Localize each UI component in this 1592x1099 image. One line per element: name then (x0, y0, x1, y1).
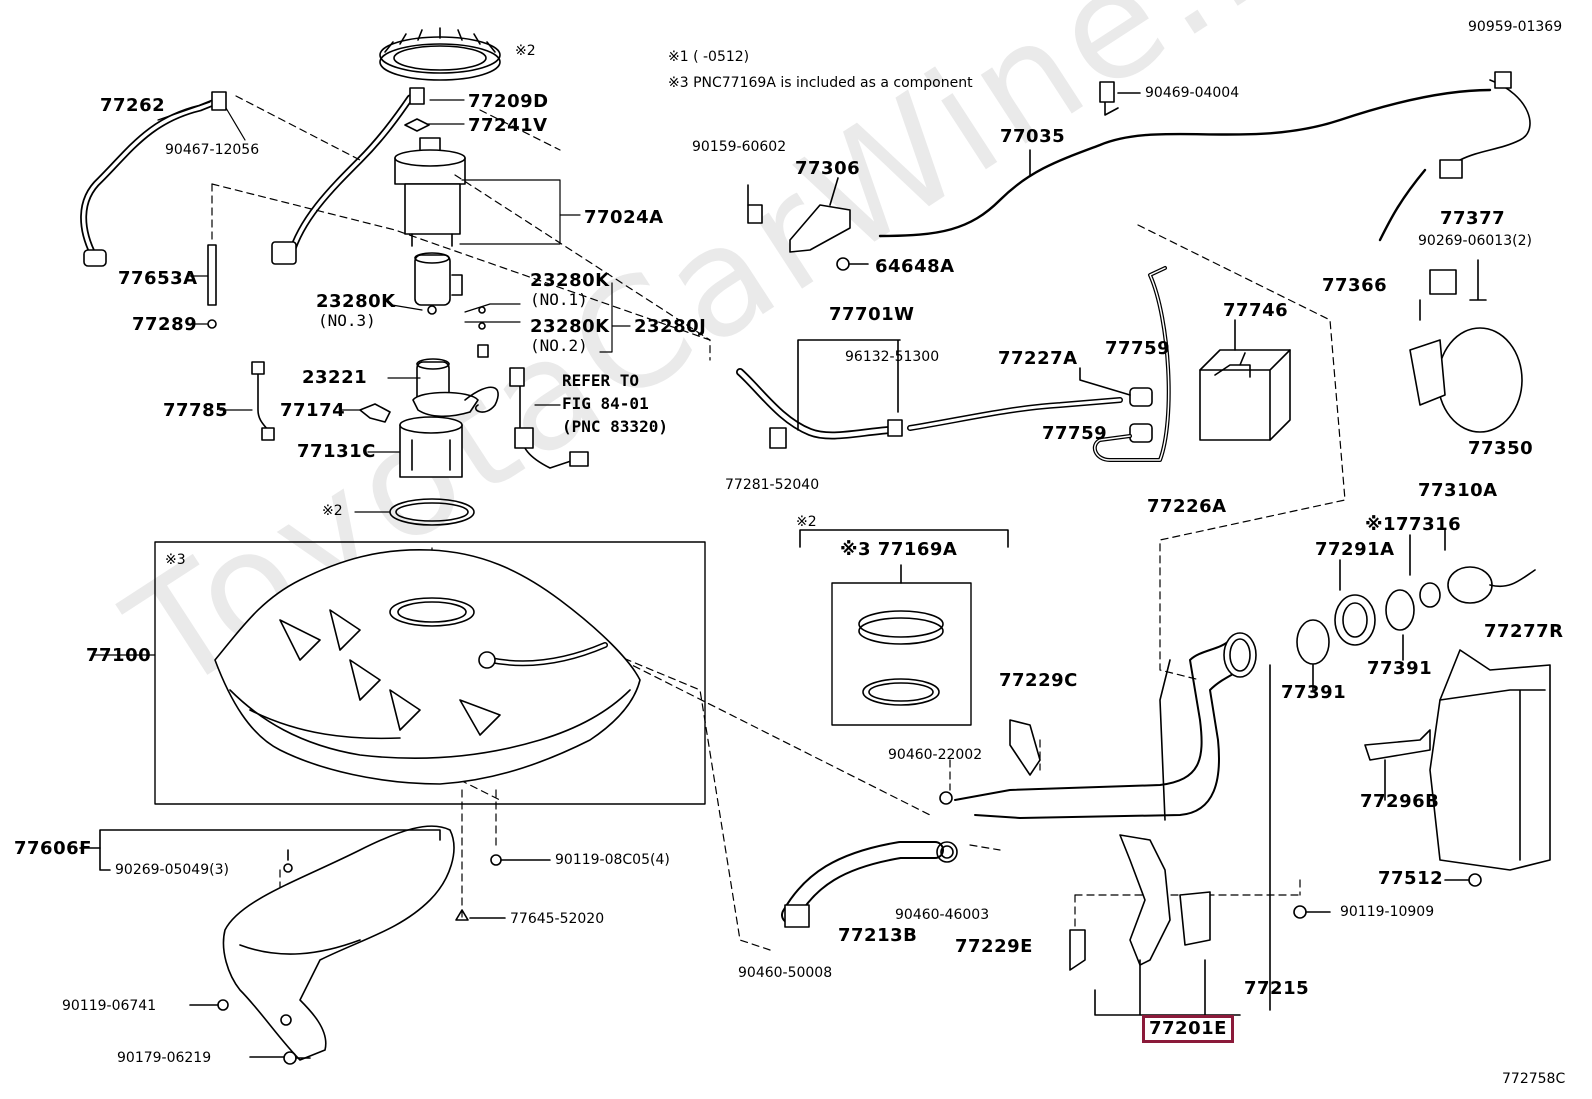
mark-2-kit: ※2 (796, 514, 817, 530)
part-label-77174[interactable]: 77174 (280, 400, 346, 421)
kit-retainer-ring (858, 610, 944, 706)
part-label-77262[interactable]: 77262 (100, 95, 166, 116)
mark-2-mid: ※2 (322, 503, 343, 519)
part-label-90460-46003[interactable]: 90460-46003 (895, 907, 990, 923)
part-label-77227a[interactable]: 77227A (998, 348, 1078, 369)
fuel-tank (214, 548, 641, 785)
part-label-77100[interactable]: 77100 (86, 645, 152, 666)
part-label-77350[interactable]: 77350 (1468, 438, 1534, 459)
part-label-77131c[interactable]: 77131C (297, 441, 376, 462)
pump-retainer-ring-top (379, 27, 501, 81)
filler-neck-pipe (954, 632, 1257, 821)
part-label-23280j[interactable]: 23280J (634, 316, 707, 337)
part-label-77277r[interactable]: 77277R (1484, 621, 1564, 642)
part-label-77213b[interactable]: 77213B (838, 925, 918, 946)
label-no2: (NO.2) (530, 336, 588, 355)
part-label-77701w[interactable]: 77701W (829, 304, 915, 325)
part-label-90119-08c05[interactable]: 90119-08C05(4) (555, 852, 670, 868)
part-label-77316[interactable]: ※177316 (1365, 514, 1462, 535)
part-label-77310a[interactable]: 77310A (1418, 480, 1498, 501)
part-label-77291a[interactable]: 77291A (1315, 539, 1395, 560)
label-no1: (NO.1) (530, 290, 588, 309)
part-label-77229e[interactable]: 77229E (955, 936, 1033, 957)
mark-3-box: ※3 (165, 552, 186, 568)
part-label-77296b[interactable]: 77296B (1360, 791, 1440, 812)
part-label-77606f[interactable]: 77606F (14, 838, 92, 859)
part-label-23280k-no3[interactable]: 23280K (316, 291, 396, 312)
part-label-77169a[interactable]: ※3 77169A (840, 539, 958, 560)
hose-77262 (80, 98, 219, 262)
part-label-64648a[interactable]: 64648A (875, 256, 955, 277)
part-label-90959-01369[interactable]: 90959-01369 (1468, 19, 1563, 35)
part-label-77289[interactable]: 77289 (132, 314, 198, 335)
part-label-77035[interactable]: 77035 (1000, 126, 1066, 147)
part-label-77226a[interactable]: 77226A (1147, 496, 1227, 517)
part-label-77209d[interactable]: 77209D (468, 91, 549, 112)
part-label-77759-b[interactable]: 77759 (1042, 423, 1108, 444)
part-label-77024a[interactable]: 77024A (584, 207, 664, 228)
part-label-77512[interactable]: 77512 (1378, 868, 1444, 889)
refer-line-3: (PNC 83320) (562, 417, 668, 436)
part-label-77759-a[interactable]: 77759 (1105, 338, 1171, 359)
part-label-90460-22002[interactable]: 90460-22002 (888, 747, 983, 763)
part-label-77377[interactable]: 77377 (1440, 208, 1506, 229)
refer-line-2: FIG 84-01 (562, 394, 649, 413)
part-label-77229c[interactable]: 77229C (999, 670, 1078, 691)
part-label-23280k-no1[interactable]: 23280K (530, 270, 610, 291)
part-label-23280k-no2[interactable]: 23280K (530, 316, 610, 337)
part-label-77785[interactable]: 77785 (163, 400, 229, 421)
part-label-96132-51300[interactable]: 96132-51300 (845, 349, 940, 365)
charcoal-canister (1199, 349, 1291, 441)
diagram-code: 772758C (1502, 1071, 1566, 1087)
part-label-77201e-highlighted[interactable]: 77201E (1142, 1015, 1234, 1043)
part-label-77391-a[interactable]: 77391 (1281, 682, 1347, 703)
part-label-90269-06013[interactable]: 90269-06013(2) (1418, 233, 1532, 249)
part-label-90179-06219[interactable]: 90179-06219 (117, 1050, 212, 1066)
part-label-90460-50008[interactable]: 90460-50008 (738, 965, 833, 981)
part-label-90119-10909[interactable]: 90119-10909 (1340, 904, 1435, 920)
part-label-77645-52020[interactable]: 77645-52020 (510, 911, 605, 927)
tank-shield (222, 825, 455, 1061)
note-1: ※1 ( -0512) (668, 49, 750, 65)
part-label-77215[interactable]: 77215 (1244, 978, 1310, 999)
part-label-77746[interactable]: 77746 (1223, 300, 1289, 321)
note-3: ※3 PNC77169A is included as a component (668, 75, 973, 91)
part-label-90119-06741[interactable]: 90119-06741 (62, 998, 157, 1014)
refer-line-1: REFER TO (562, 371, 640, 390)
part-label-23221[interactable]: 23221 (302, 367, 368, 388)
part-label-77281-52040[interactable]: 77281-52040 (725, 477, 820, 493)
part-label-77391-b[interactable]: 77391 (1367, 658, 1433, 679)
part-label-77366[interactable]: 77366 (1322, 275, 1388, 296)
part-label-77306[interactable]: 77306 (795, 158, 861, 179)
part-label-90467-12056[interactable]: 90467-12056 (165, 142, 260, 158)
part-label-90469-04004[interactable]: 90469-04004 (1145, 85, 1240, 101)
part-label-90269-05049[interactable]: 90269-05049(3) (115, 862, 229, 878)
label-no3: (NO.3) (318, 311, 376, 330)
part-label-77653a[interactable]: 77653A (118, 268, 198, 289)
mark-2-top: ※2 (515, 43, 536, 59)
fuel-pump-assembly (394, 118, 466, 306)
part-label-90159-60602[interactable]: 90159-60602 (692, 139, 787, 155)
part-label-77241v[interactable]: 77241V (468, 115, 548, 136)
